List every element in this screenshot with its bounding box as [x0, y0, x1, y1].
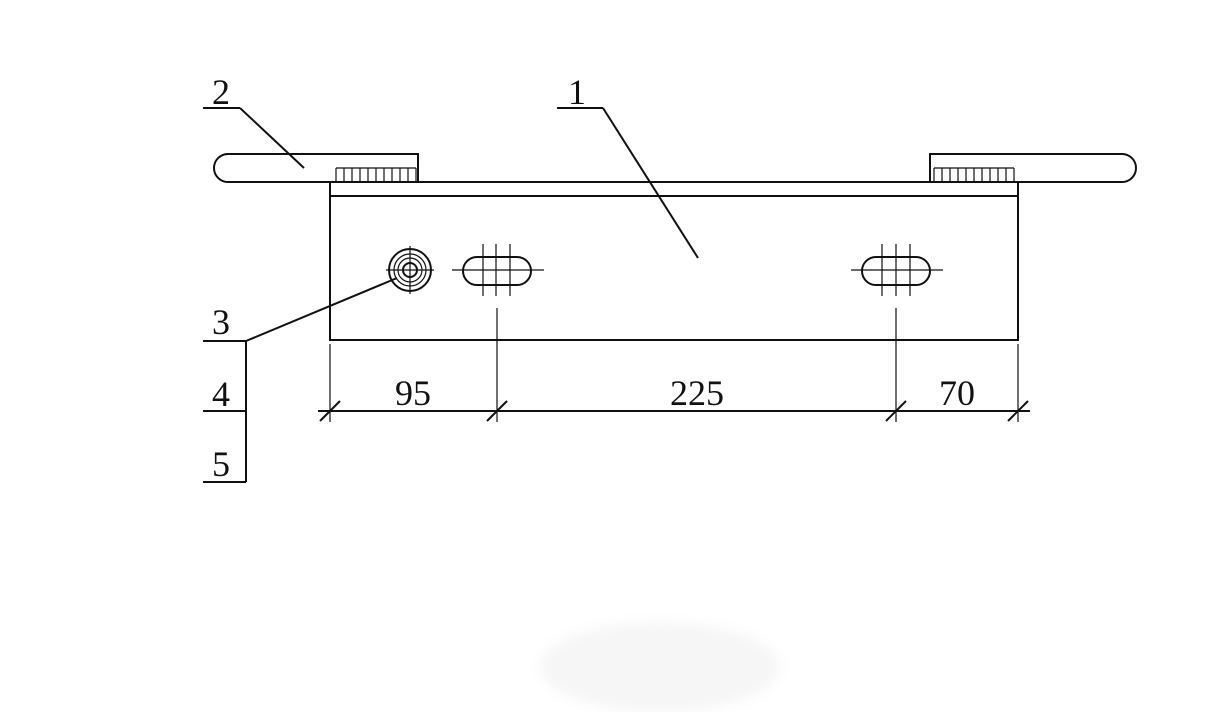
callout-4: 4	[212, 374, 230, 414]
weld-hatch-left	[335, 167, 417, 182]
dimension-70: 70	[939, 373, 975, 413]
slotted-hole-right	[851, 244, 943, 296]
leader-3-4-5	[203, 277, 398, 483]
weld-hatch-right	[933, 167, 1015, 182]
dimension-95: 95	[395, 373, 431, 413]
callout-5: 5	[212, 444, 230, 484]
left-rounded-bar	[213, 153, 419, 183]
right-rounded-bar	[929, 153, 1137, 183]
dimension-225: 225	[670, 373, 724, 413]
callout-1: 1	[568, 72, 586, 112]
leader-1	[557, 107, 699, 259]
bolt-symbol	[386, 246, 434, 294]
dimension-chain	[318, 308, 1030, 422]
slotted-hole-left	[452, 244, 544, 296]
main-plate	[329, 181, 1019, 341]
leader-2	[203, 107, 305, 169]
callout-2: 2	[212, 72, 230, 112]
technical-drawing: 1 2 3 4 5 95 225 70	[203, 72, 1137, 484]
callout-3: 3	[212, 302, 230, 342]
